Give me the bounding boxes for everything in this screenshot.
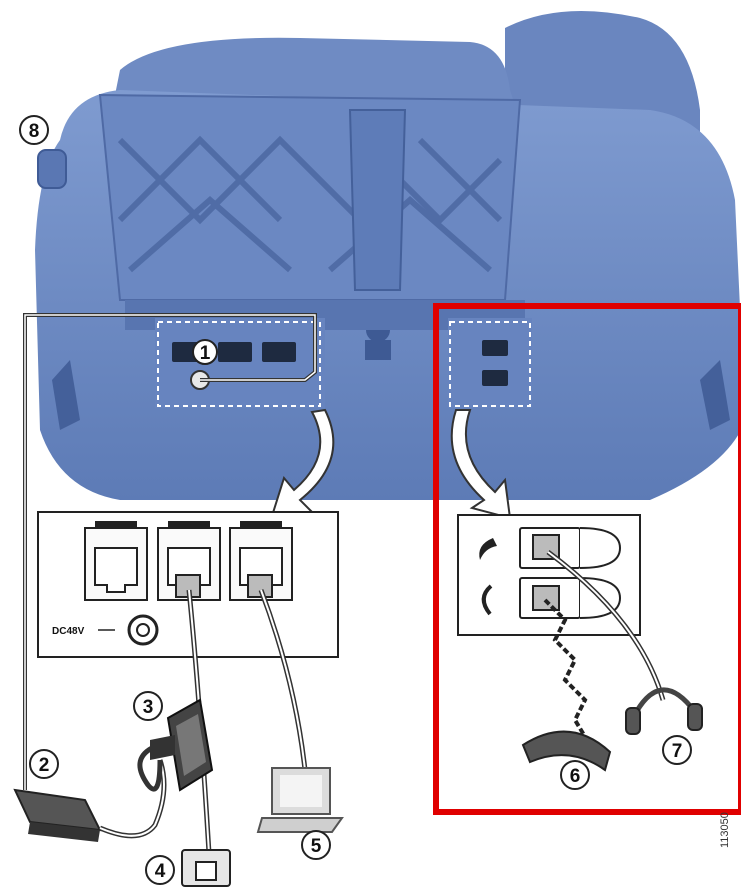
callout-2: 2 bbox=[29, 749, 59, 779]
callout-1: 1 bbox=[192, 339, 218, 365]
network-port-panel: DC48V bbox=[37, 511, 339, 658]
callout-8-label: 8 bbox=[29, 121, 40, 142]
network-jack-icon bbox=[181, 849, 231, 887]
headset-port-icon bbox=[479, 538, 497, 560]
callout-3: 3 bbox=[133, 691, 163, 721]
headset-area-highlight bbox=[433, 303, 741, 815]
handset-port-panel bbox=[457, 514, 641, 636]
handset-port-icon bbox=[481, 584, 493, 616]
headset-icon bbox=[625, 687, 703, 735]
callout-4: 4 bbox=[145, 855, 175, 885]
handset-icon bbox=[521, 730, 612, 772]
phone-base-icon bbox=[35, 10, 741, 500]
callout-1-label: 1 bbox=[200, 343, 211, 364]
callout-5-label: 5 bbox=[311, 836, 322, 857]
power-adapter-icon bbox=[13, 759, 167, 842]
computer-icon bbox=[256, 767, 344, 833]
callout-8: 8 bbox=[19, 115, 49, 145]
wall-outlet-icon bbox=[137, 698, 214, 792]
callout-6-label: 6 bbox=[570, 766, 581, 787]
callout-7: 7 bbox=[662, 735, 692, 765]
callout-2-label: 2 bbox=[39, 755, 50, 776]
callout-6: 6 bbox=[560, 760, 590, 790]
callout-3-label: 3 bbox=[143, 697, 154, 718]
dc-voltage-label: DC48V bbox=[52, 626, 85, 637]
port-area-right-outline bbox=[449, 321, 531, 407]
callout-4-label: 4 bbox=[155, 861, 166, 882]
port-area-left-outline bbox=[157, 321, 321, 407]
callout-7-label: 7 bbox=[672, 741, 683, 762]
callout-5: 5 bbox=[301, 830, 331, 860]
figure-id: 113050 bbox=[719, 812, 731, 848]
